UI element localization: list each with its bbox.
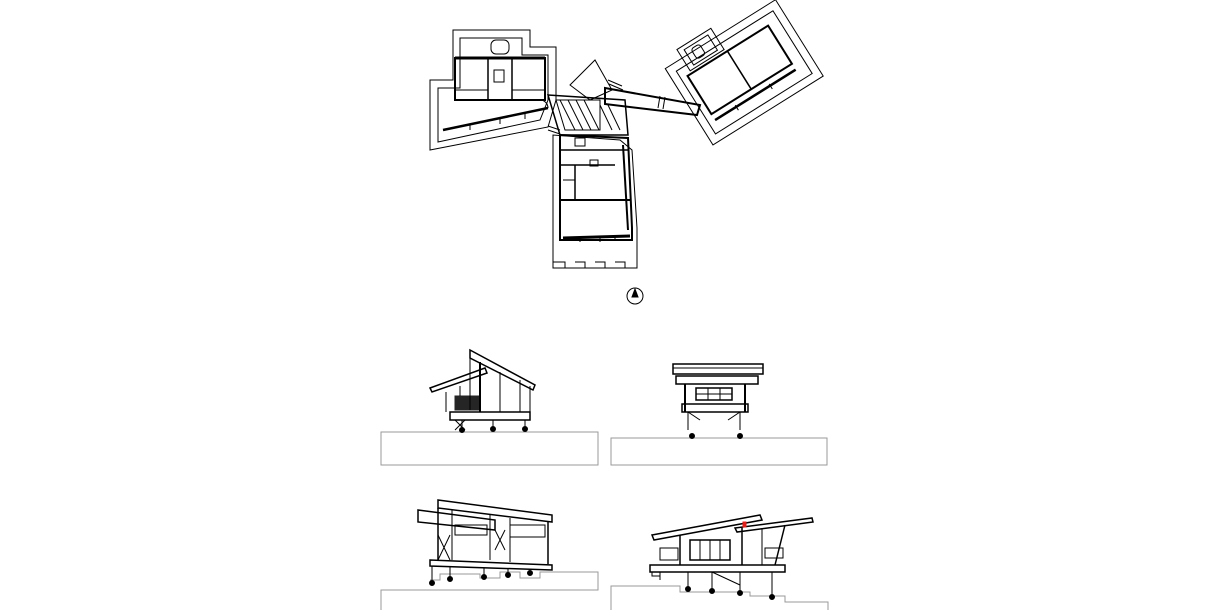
- elevation-2: [610, 363, 828, 466]
- north-arrow-icon: [626, 287, 644, 305]
- elevation-3: [380, 499, 599, 610]
- elevation-4: [610, 514, 829, 610]
- plan-corridor: [604, 86, 702, 117]
- plan-bottom-wing: [552, 133, 638, 269]
- plan-core: [546, 59, 629, 136]
- plan-right-wing: [664, 0, 824, 146]
- ground-line: [610, 437, 828, 466]
- plan-left-wing: [429, 29, 557, 151]
- elevation-1: [380, 348, 599, 466]
- ground-line: [380, 431, 599, 466]
- red-marker: [742, 521, 747, 528]
- floor-plan: [429, 0, 824, 305]
